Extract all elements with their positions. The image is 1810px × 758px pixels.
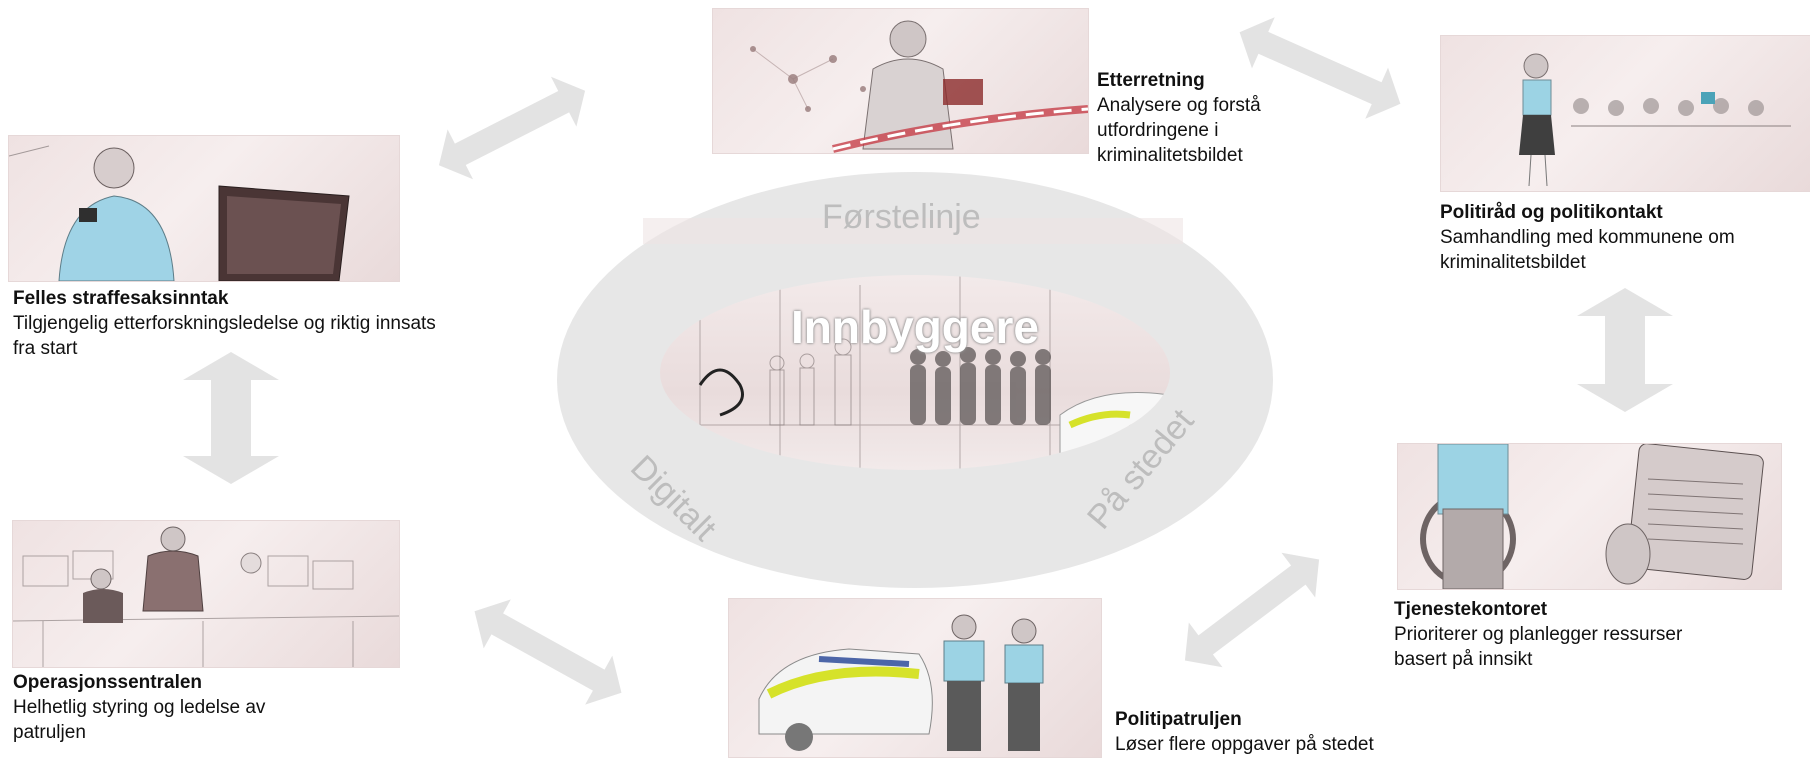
arrow-operasjon-patrulje (474, 599, 622, 705)
arrow-felles-etterretning (438, 76, 586, 180)
patrulje-label: Politipatruljen Løser flere oppgaver på … (1115, 707, 1445, 757)
tjenestekontoret-desc: Prioriterer og planlegger ressurser base… (1394, 624, 1683, 670)
ring-label-top: Førstelinje (822, 198, 981, 236)
politirad-desc: Samhandling med kommunene om kriminalite… (1440, 227, 1735, 273)
arrow-patrulje-tjenestekontoret (1184, 552, 1320, 668)
tjenestekontoret-title: Tjenestekontoret (1394, 599, 1548, 620)
arrow-felles-operasjon (183, 352, 279, 484)
felles-label: Felles straffesaksinntak Tilgjengelig et… (13, 286, 438, 361)
center-title: Innbyggere (791, 301, 1039, 353)
tjenestekontoret-illustration (1397, 443, 1782, 590)
politirad-illustration (1440, 35, 1810, 192)
felles-illustration (8, 135, 400, 282)
operasjon-label: Operasjonssentralen Helhetlig styring og… (13, 670, 313, 745)
politirad-title: Politiråd og politikontakt (1440, 202, 1663, 223)
felles-title: Felles straffesaksinntak (13, 288, 229, 309)
etterretning-desc: Analysere og forstå utfordringene i krim… (1097, 95, 1261, 166)
felles-desc: Tilgjengelig etterforskningsledelse og r… (13, 313, 436, 359)
operasjon-desc: Helhetlig styring og ledelse av patrulje… (13, 697, 266, 743)
arrow-etterretning-politirad (1239, 17, 1401, 119)
arrow-politirad-tjenestekontoret (1577, 288, 1673, 412)
patrulje-desc: Løser flere oppgaver på stedet (1115, 734, 1374, 755)
patrulje-illustration (728, 598, 1102, 758)
operasjon-title: Operasjonssentralen (13, 672, 203, 693)
patrulje-title: Politipatruljen (1115, 709, 1242, 730)
tjenestekontoret-label: Tjenestekontoret Prioriterer og planlegg… (1394, 597, 1734, 672)
politirad-label: Politiråd og politikontakt Samhandling m… (1440, 200, 1785, 275)
operasjon-illustration (12, 520, 400, 668)
etterretning-label: Etterretning Analysere og forstå utfordr… (1097, 68, 1327, 168)
etterretning-title: Etterretning (1097, 70, 1205, 91)
etterretning-illustration (712, 8, 1089, 154)
